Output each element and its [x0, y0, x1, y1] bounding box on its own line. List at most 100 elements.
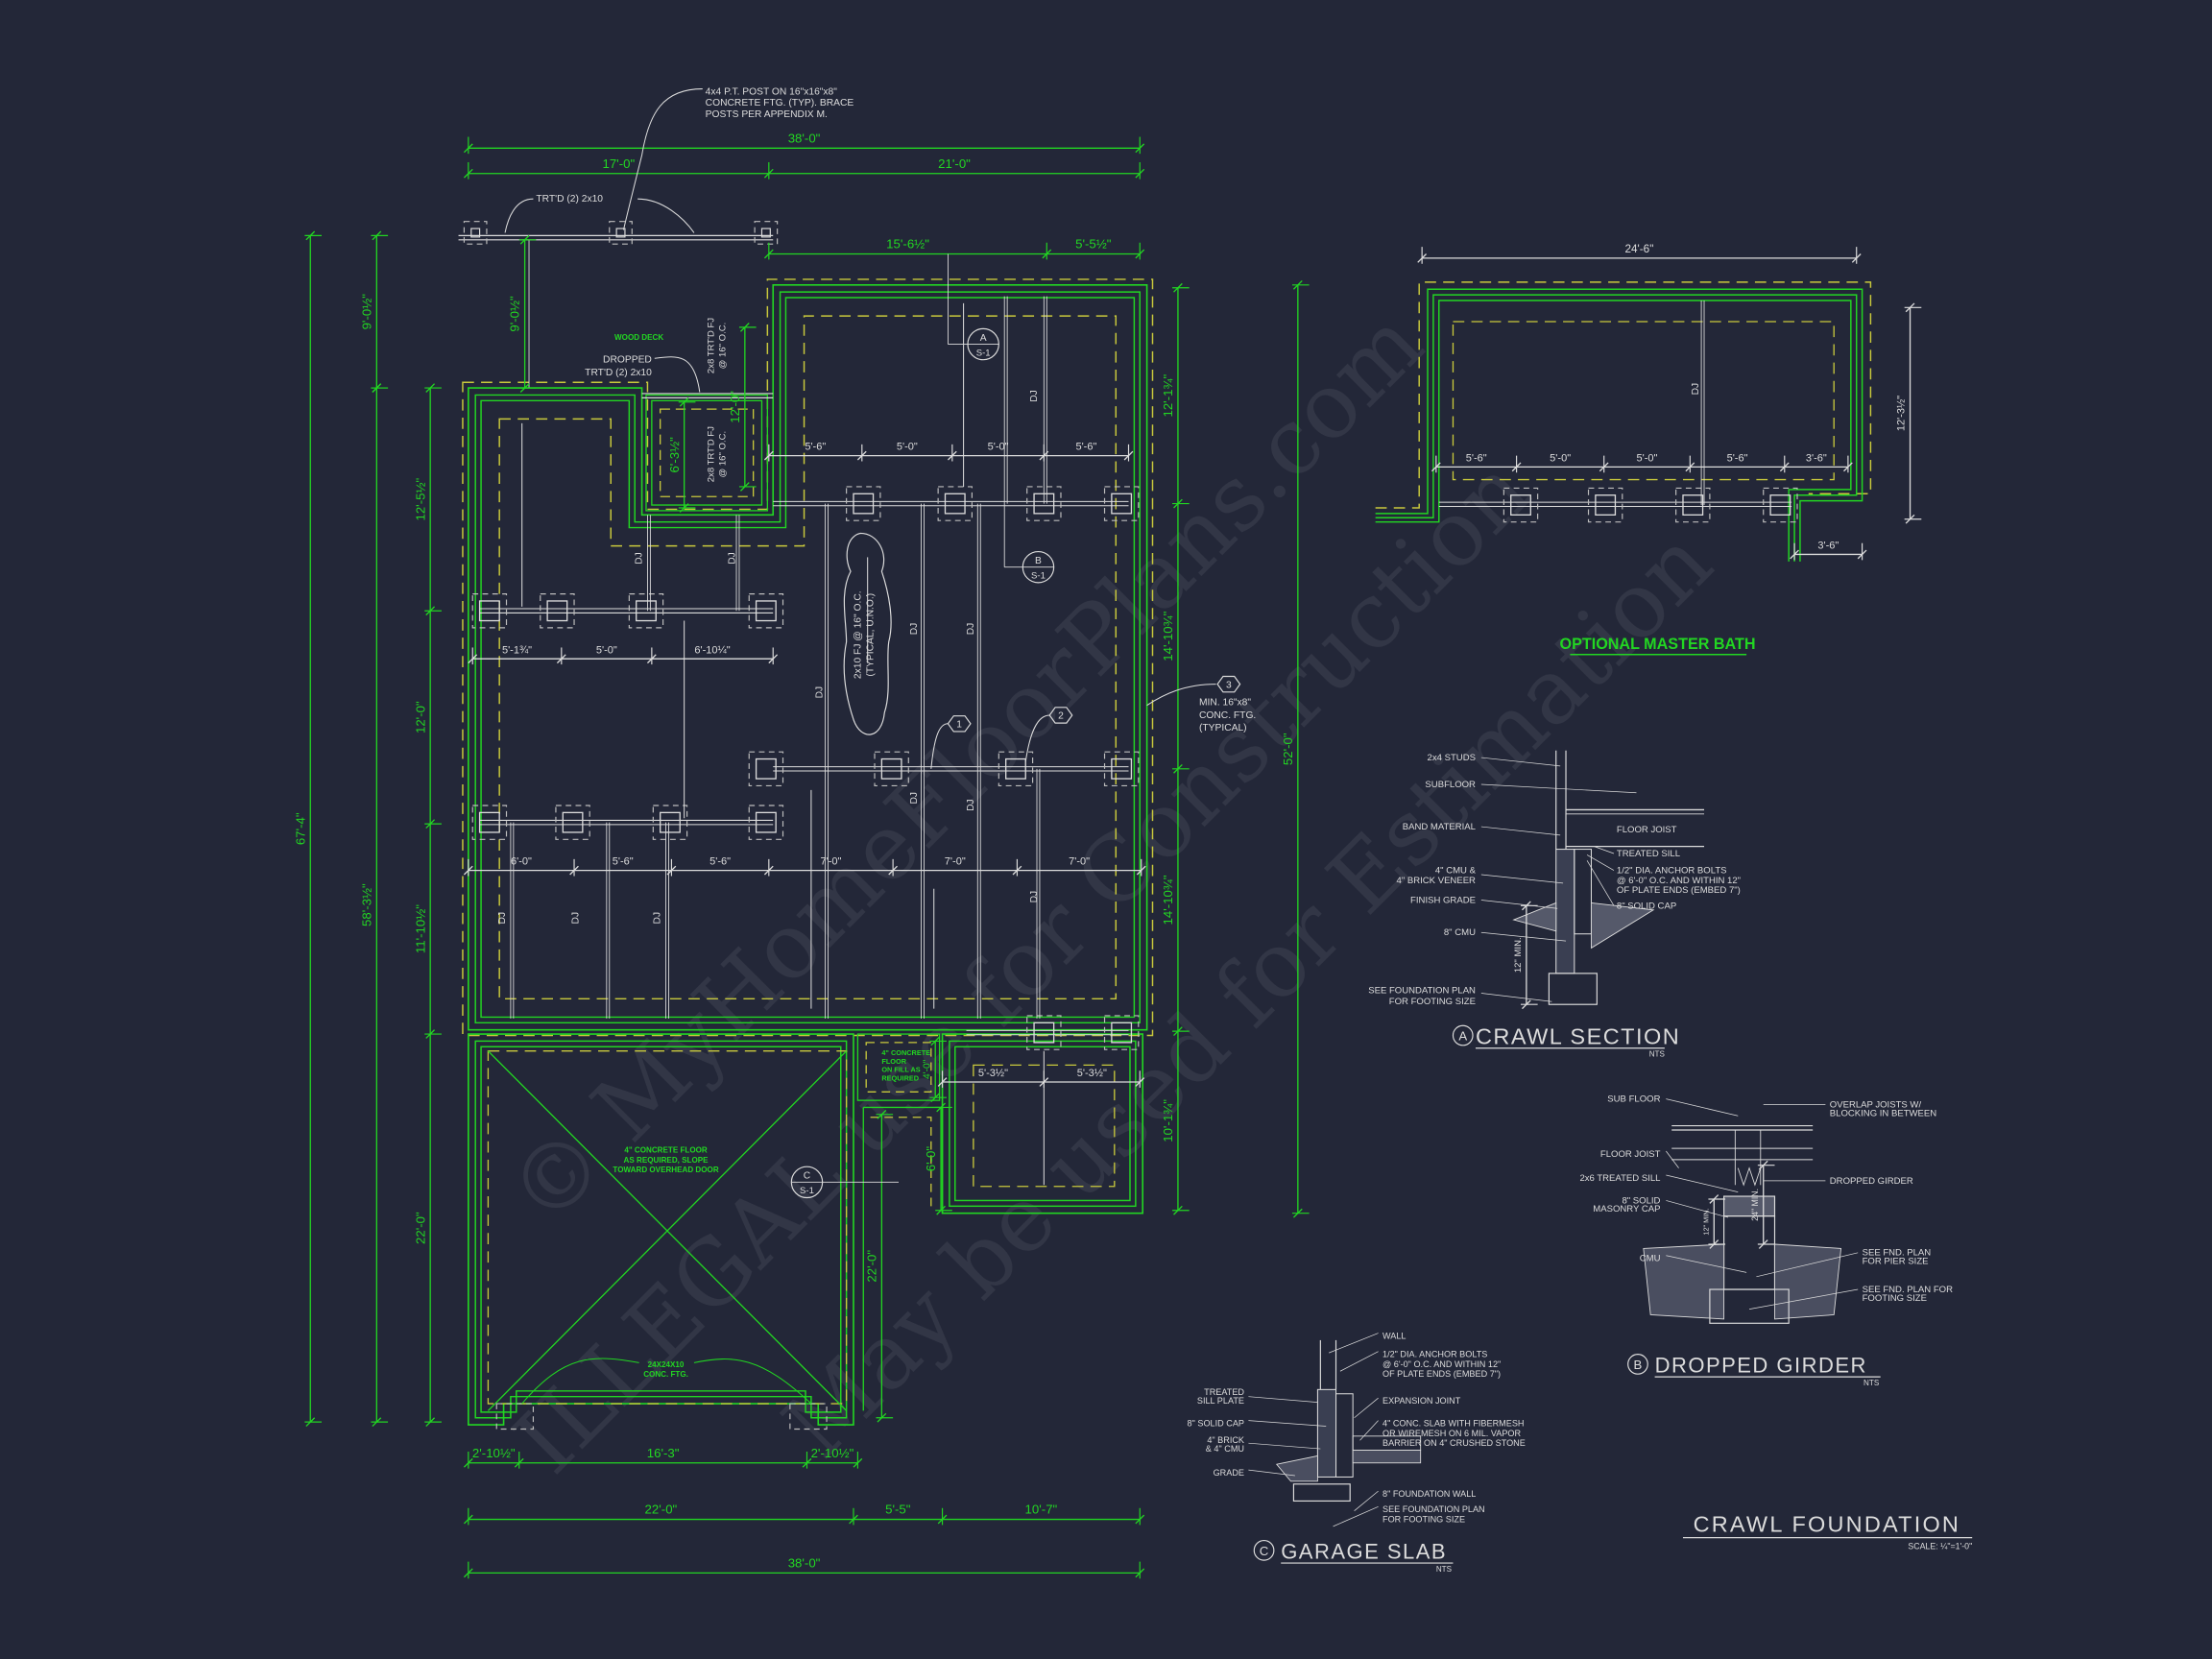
- dimension-label: 5'-0": [988, 442, 1009, 453]
- post-note: CONCRETE FTG. (TYP). BRACE: [706, 98, 854, 108]
- pier-footing-outline: [555, 805, 590, 840]
- deck-post: [470, 228, 481, 238]
- dimension-tick: [425, 1417, 436, 1428]
- hex-callout-number: 3: [1226, 680, 1232, 690]
- dimension-tick: [1173, 498, 1183, 509]
- dimension-tick: [463, 1568, 473, 1578]
- section-label: 8" SOLID CAP: [1188, 1419, 1244, 1429]
- dj-label: DJ: [966, 799, 976, 811]
- garage-floor-note: AS REQUIRED, SLOPE: [624, 1156, 709, 1165]
- bath-footing-outline: [1375, 281, 1872, 509]
- section-label: 4" BRICK: [1207, 1435, 1244, 1445]
- pier-footing-outline: [748, 805, 784, 840]
- dimension-tick: [1790, 549, 1799, 560]
- leader-line: [622, 88, 703, 230]
- section-label: FOR FOOTING SIZE: [1382, 1514, 1465, 1524]
- leader-line: [1480, 874, 1564, 884]
- dimension-tick: [768, 654, 779, 664]
- dimension-tick: [1135, 249, 1145, 259]
- garage-wall-inner: [480, 1046, 842, 1413]
- leader-line: [504, 198, 534, 233]
- pier-block: [1111, 1022, 1133, 1044]
- section-label: 8" CMU: [1444, 927, 1476, 938]
- section-label: FINISH GRADE: [1410, 895, 1476, 905]
- dimension-label: 6'-3½": [667, 437, 682, 473]
- dimension-label: 5'-6": [805, 442, 826, 453]
- section-letter: A: [1458, 1029, 1467, 1044]
- section-label: 1/2" DIA. ANCHOR BOLTS: [1617, 866, 1727, 877]
- small-slab-note: 4" CONCRETE: [881, 1048, 930, 1057]
- pier-footing-outline: [748, 593, 784, 629]
- pier-block: [944, 493, 966, 515]
- small-slab-note: FLOOR: [881, 1057, 906, 1066]
- pier-block: [1682, 494, 1704, 516]
- leader-line: [1480, 993, 1552, 1002]
- dimension-tick: [1905, 514, 1915, 524]
- leader-line: [1480, 757, 1561, 767]
- dj-label: DJ: [728, 552, 738, 565]
- cloud-note: (TYPICAL, U.N.O.): [866, 593, 877, 677]
- footing: [1548, 973, 1598, 1005]
- section-label: DROPPED GIRDER: [1830, 1176, 1913, 1187]
- dimension-tick: [763, 249, 774, 259]
- dimension-tick: [1851, 253, 1862, 263]
- dimension-label: 5'-6": [1466, 452, 1487, 464]
- bath-wall-mid: [1375, 294, 1858, 562]
- pier-footing-outline: [1026, 486, 1062, 521]
- pier-block: [562, 811, 584, 833]
- section-label: SUBFLOOR: [1425, 780, 1476, 790]
- dimension-label: 22'-0": [645, 1503, 678, 1517]
- pier-footing-outline: [1587, 487, 1623, 523]
- pier-block: [636, 600, 657, 622]
- callout-letter: B: [1035, 556, 1042, 566]
- leader-line: [1480, 900, 1558, 909]
- crushed-stone: [1352, 1450, 1422, 1464]
- pier-block: [1033, 1022, 1055, 1044]
- dimension-label: 2'-10½": [811, 1446, 854, 1460]
- pier-block: [853, 493, 875, 515]
- dimension-tick: [1779, 462, 1790, 472]
- cmu-wall: [1574, 849, 1592, 935]
- garage-footing-note: 24X24X10: [648, 1360, 685, 1369]
- section-label: WALL: [1382, 1331, 1406, 1340]
- footing-inner-outline: [498, 315, 1118, 1000]
- pier-footing-outline: [1026, 1015, 1062, 1050]
- dj-label: DJ: [1691, 383, 1701, 396]
- leader-line: [1354, 1490, 1379, 1511]
- dimension-label: 7'-0": [1069, 856, 1090, 868]
- section-label: SEE FND. PLAN FOR: [1863, 1285, 1954, 1295]
- dimension-label: 5'-3½": [1077, 1068, 1107, 1079]
- leader-line: [1480, 931, 1567, 942]
- leader-line: [1333, 1505, 1379, 1527]
- leader-line: [1480, 783, 1637, 794]
- deck-joist-note: @ 16" O.C.: [717, 323, 728, 370]
- post-note: POSTS PER APPENDIX M.: [706, 109, 828, 120]
- section-label: 4" BRICK VENEER: [1397, 876, 1477, 886]
- dimension-tick: [425, 819, 436, 829]
- post-note: 4x4 P.T. POST ON 16"x16"x8": [706, 86, 838, 97]
- dimension-label: 9'-0½": [508, 296, 522, 332]
- dimension-label: 14'-10¾": [1161, 875, 1175, 925]
- dimension-label: 24" MIN.: [1750, 1189, 1760, 1221]
- grade-fill: [1512, 902, 1557, 932]
- leader-line: [1666, 1098, 1739, 1117]
- pier-block: [1769, 494, 1791, 516]
- dimension-label: 6'-0": [924, 1146, 938, 1172]
- dimension-tick: [1511, 462, 1522, 472]
- stair-box-wall: [645, 394, 769, 512]
- dimension-label: 12'-5½": [413, 478, 427, 521]
- leader-line: [1248, 1420, 1327, 1427]
- footing: [1292, 1483, 1351, 1503]
- deck-joist-note: @ 16" O.C.: [717, 431, 728, 478]
- section-label: FLOOR JOIST: [1600, 1149, 1661, 1160]
- pier-block: [880, 757, 902, 780]
- dimension-tick: [425, 383, 436, 393]
- dimension-label: 12'-1¾": [1161, 374, 1175, 418]
- revision-cloud: [843, 532, 892, 735]
- small-slab-footing: [865, 1042, 932, 1093]
- section-label: BARRIER ON 4" CRUSHED STONE: [1382, 1438, 1526, 1448]
- section-letter-circle: [1253, 1539, 1275, 1561]
- section-label: OF PLATE ENDS (EMBED 7"): [1382, 1369, 1501, 1379]
- footing-note: MIN. 16"x8": [1199, 698, 1251, 709]
